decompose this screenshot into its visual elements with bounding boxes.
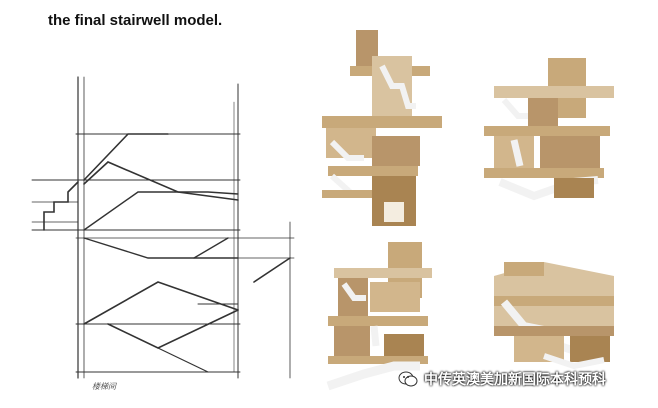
stairwell-model-photo-back [314, 238, 440, 400]
stairwell-model-photo-top [474, 256, 620, 372]
stairwell-model-photo-side [474, 56, 620, 212]
page-title: the final stairwell model. [48, 12, 223, 29]
stairwell-section-sketch [31, 76, 295, 379]
watermark: 中传英澳美加新国际本科预科 [398, 368, 606, 390]
wechat-icon [398, 371, 418, 387]
stairwell-model-photo-front [312, 26, 452, 232]
sketch-caption: 楼梯间 [92, 382, 116, 391]
watermark-text: 中传英澳美加新国际本科预科 [424, 372, 606, 388]
